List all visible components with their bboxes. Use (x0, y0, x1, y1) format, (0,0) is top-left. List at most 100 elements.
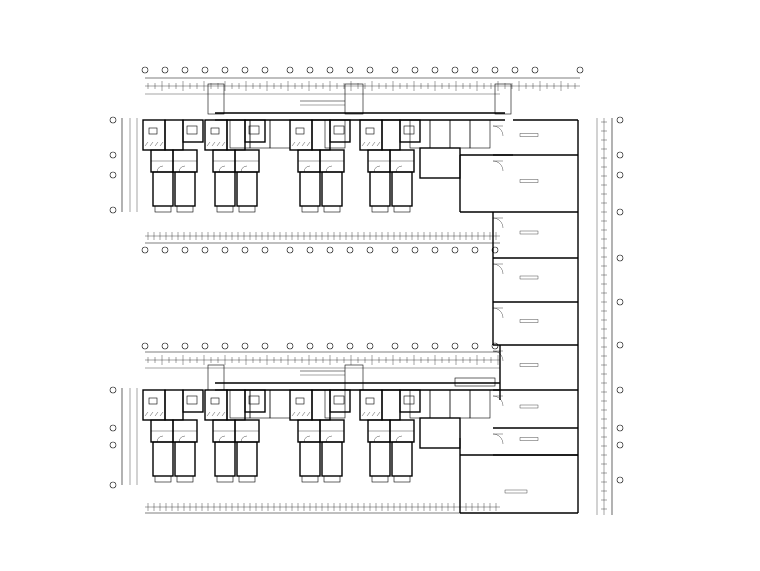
bay-label-mark (519, 404, 539, 409)
door-swing (218, 165, 226, 173)
room (429, 389, 451, 419)
hatch (376, 141, 381, 147)
room (359, 389, 383, 421)
right-dimension-ticks (601, 121, 607, 510)
axis-bubble (431, 66, 439, 74)
axis-bubble (141, 246, 149, 254)
axis-bubble (241, 342, 249, 350)
bay-label-mark (519, 230, 539, 235)
hatch (301, 141, 306, 147)
balcony (176, 205, 194, 213)
balcony (371, 205, 389, 213)
axis-bubble (391, 342, 399, 350)
axis-bubble (531, 66, 539, 74)
hatch (306, 411, 311, 417)
door-swing (156, 165, 164, 173)
balcony (301, 475, 319, 483)
axis-bubble (161, 66, 169, 74)
axis-bubble (141, 342, 149, 350)
fixture (333, 125, 345, 135)
hatch (159, 411, 164, 417)
hatch (221, 141, 226, 147)
axis-bubble (181, 342, 189, 350)
axis-bubble (109, 171, 117, 179)
axis-bubble (616, 424, 624, 432)
bedroom (321, 171, 343, 207)
axis-bubble (221, 66, 229, 74)
shop-bays (492, 125, 578, 494)
axis-bubble (471, 66, 479, 74)
room (469, 389, 491, 419)
room (226, 389, 246, 421)
axis-bubble (201, 246, 209, 254)
room (419, 417, 461, 449)
north-left-dimension-line (121, 118, 138, 212)
door-swing (303, 165, 311, 173)
axis-bubble (201, 66, 209, 74)
room (204, 389, 228, 421)
fixture (365, 127, 375, 135)
fixture (403, 125, 415, 135)
axis-bubble (451, 342, 459, 350)
hatch (366, 411, 371, 417)
north-bottom-dimension-ticks (147, 232, 497, 240)
bedroom (214, 441, 236, 477)
hatch (291, 411, 296, 417)
axis-bubble (109, 481, 117, 489)
door-swing (373, 435, 381, 443)
hatch (296, 411, 301, 417)
room (381, 119, 401, 151)
axis-bubble (241, 246, 249, 254)
bedroom (369, 441, 391, 477)
door-swing (178, 165, 186, 173)
bedroom (369, 171, 391, 207)
room (142, 389, 166, 421)
axis-bubble (471, 246, 479, 254)
room (429, 119, 451, 149)
axis-bubble (141, 66, 149, 74)
south-left-dimension-line (121, 388, 138, 485)
axis-bubble (109, 386, 117, 394)
south-top-dimension-line (145, 351, 500, 369)
fixture (365, 397, 375, 405)
hatch (296, 141, 301, 147)
axis-bubble (616, 208, 624, 216)
axis-bubble (286, 246, 294, 254)
hatch (216, 411, 221, 417)
hatch (154, 411, 159, 417)
bay-label-mark (519, 363, 539, 367)
door-swing (492, 125, 504, 137)
bedroom (391, 171, 413, 207)
door-swing (492, 350, 504, 362)
shop-wing (459, 119, 579, 514)
door-swing (240, 435, 248, 443)
axis-bubble (326, 66, 334, 74)
balcony (323, 475, 341, 483)
axis-bubble (286, 342, 294, 350)
axis-bubble (161, 342, 169, 350)
hatch (376, 411, 381, 417)
north-left-axis-bubbles (109, 116, 117, 214)
axis-bubble (616, 298, 624, 306)
fixture (148, 397, 158, 405)
axis-bubble (109, 424, 117, 432)
axis-bubble (366, 246, 374, 254)
door-swing (325, 165, 333, 173)
south-residential-units (142, 389, 491, 483)
room (244, 119, 266, 143)
axis-bubble (261, 342, 269, 350)
balcony (154, 205, 172, 213)
room (182, 119, 204, 143)
bay-label-mark (519, 179, 539, 183)
door-swing (303, 435, 311, 443)
axis-bubble (366, 66, 374, 74)
door-swing (492, 217, 504, 229)
axis-bubble (366, 342, 374, 350)
room (449, 119, 471, 149)
axis-bubble (451, 66, 459, 74)
room (419, 147, 461, 179)
fixture (295, 127, 305, 135)
axis-bubble (431, 246, 439, 254)
hatch (159, 141, 164, 147)
